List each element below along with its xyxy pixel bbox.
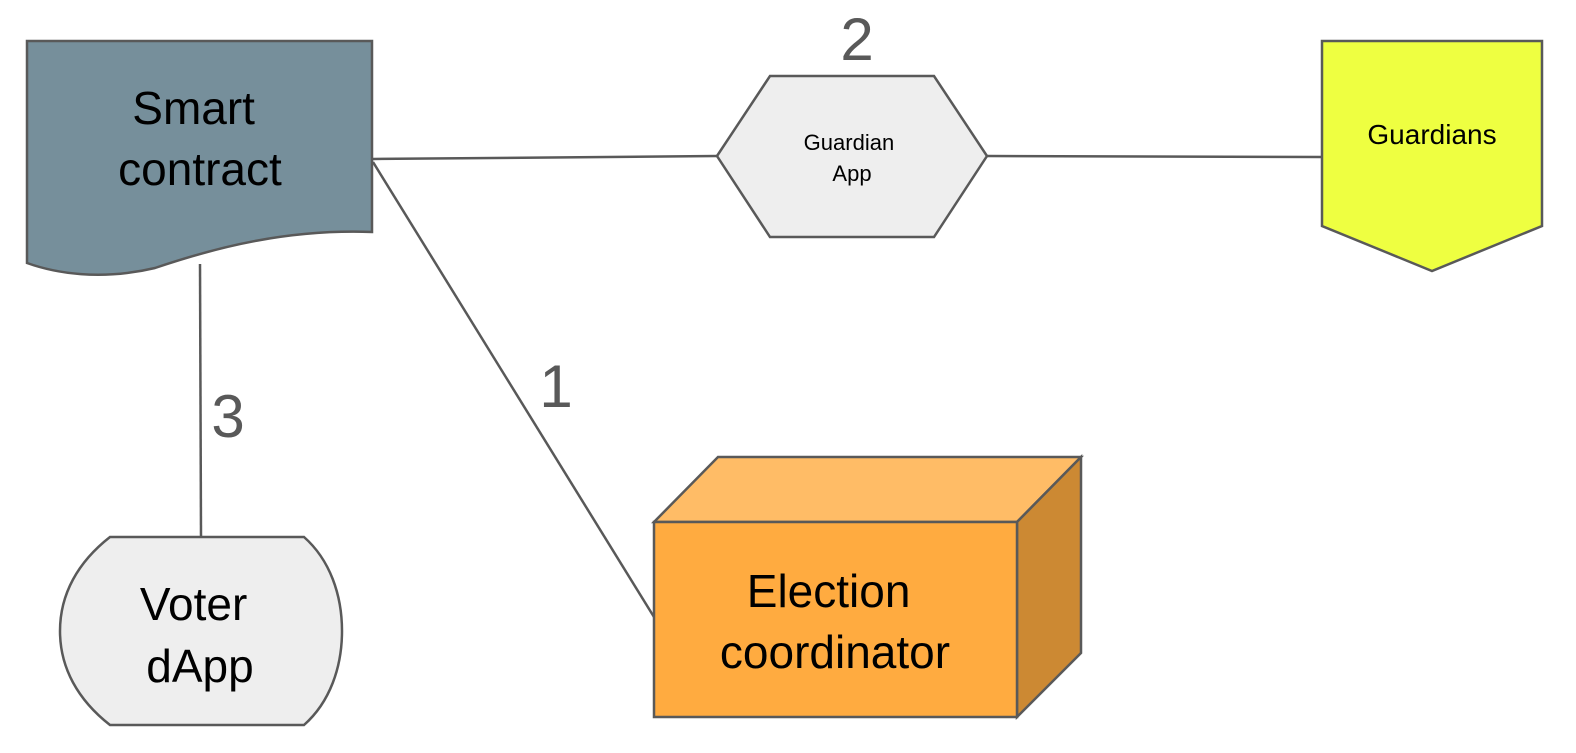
election-coordinator-box-front bbox=[652, 520, 1019, 719]
voter-dapp-shape bbox=[58, 535, 344, 727]
node-election-coordinator[interactable]: Election coordinator bbox=[651, 453, 1084, 721]
guardians-banner-shape bbox=[1320, 39, 1544, 273]
guardian-app-hexagon-shape bbox=[715, 74, 989, 239]
svg-text:Election coordinator: Election coordinator bbox=[720, 565, 950, 678]
node-voter-dapp[interactable]: Voter dApp bbox=[58, 535, 344, 727]
smart-contract-document-shape bbox=[25, 39, 374, 276]
voter-dapp-label-line1: Voter bbox=[140, 578, 247, 630]
election-coordinator-box-top bbox=[651, 455, 1084, 524]
svg-text:Guardian App: Guardian App bbox=[804, 130, 901, 186]
edge-smart-contract-voter-dapp bbox=[198, 263, 203, 538]
edge-smart-contract-election-coordinator bbox=[371, 161, 656, 618]
edge-smart-contract-guardian-app bbox=[372, 154, 718, 161]
election-coordinator-label-line2: coordinator bbox=[720, 626, 950, 678]
edge-label-voter-dapp: 3 bbox=[211, 383, 244, 450]
node-guardians[interactable]: Guardians bbox=[1320, 39, 1544, 273]
election-coordinator-label-line1: Election bbox=[747, 565, 911, 617]
guardian-app-label-line2: App bbox=[832, 161, 871, 186]
svg-text:Guardians: Guardians bbox=[1367, 119, 1496, 150]
node-smart-contract[interactable]: Smart contract bbox=[25, 39, 374, 276]
svg-text:Smart contract: Smart contract bbox=[118, 82, 282, 195]
voter-dapp-label-line2: dApp bbox=[146, 640, 253, 692]
svg-text:Voter dApp: Voter dApp bbox=[140, 578, 260, 692]
smart-contract-label-line1: Smart bbox=[132, 82, 255, 134]
guardians-label: Guardians bbox=[1367, 119, 1496, 150]
edge-guardian-app-guardians bbox=[986, 154, 1323, 159]
edge-label-election-coordinator: 1 bbox=[539, 353, 572, 420]
node-guardian-app[interactable]: Guardian App bbox=[715, 74, 989, 239]
connectors bbox=[198, 154, 1323, 618]
edge-label-guardian-app: 2 bbox=[840, 6, 873, 73]
smart-contract-label-line2: contract bbox=[118, 143, 282, 195]
guardian-app-label-line1: Guardian bbox=[804, 130, 895, 155]
